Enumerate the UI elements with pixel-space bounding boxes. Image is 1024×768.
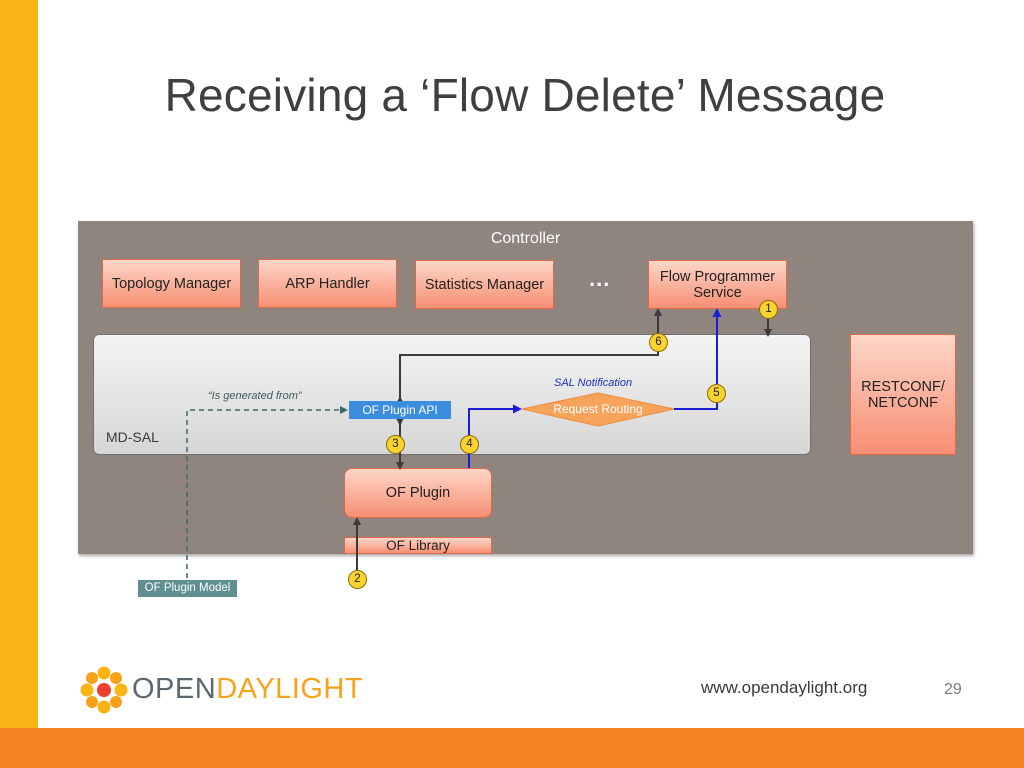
website-url: www.opendaylight.org <box>701 678 868 697</box>
restconf-netconf-box: RESTCONF/ NETCONF <box>850 334 956 455</box>
step-badge-3: 3 <box>386 435 405 454</box>
request-routing-label: Request Routing <box>553 402 643 416</box>
generated-from-connector <box>186 406 348 578</box>
statistics-manager-box: Statistics Manager <box>415 260 554 309</box>
step-badge-4: 4 <box>460 435 479 454</box>
of-plugin-api-box: OF Plugin API <box>349 401 451 419</box>
opendaylight-logo-icon <box>80 666 128 714</box>
md-sal-label: MD-SAL <box>106 429 159 445</box>
more-modules-ellipsis: ... <box>589 266 611 291</box>
of-plugin-model-box: OF Plugin Model <box>137 579 238 598</box>
opendaylight-wordmark: OPENDAYLIGHT <box>132 673 363 706</box>
step-badge-5: 5 <box>707 384 726 403</box>
sal-notification-label: SAL Notification <box>554 377 633 389</box>
of-plugin-box: OF Plugin <box>344 468 492 518</box>
of-library-box: OF Library <box>344 537 492 554</box>
page-number: 29 <box>944 681 962 698</box>
topology-manager-box: Topology Manager <box>102 259 241 308</box>
step-badge-6: 6 <box>649 333 668 352</box>
slide-title: Receiving a ‘Flow Delete’ Message <box>164 69 886 121</box>
logo-open-text: OPEN <box>132 673 217 705</box>
logo-daylight-text: DAYLIGHT <box>216 673 364 705</box>
is-generated-from-label: “Is generated from” <box>208 390 302 402</box>
bottom-accent-bar <box>0 728 1024 768</box>
step-badge-2: 2 <box>348 570 367 589</box>
left-accent-bar <box>0 0 38 768</box>
step-badge-1: 1 <box>759 300 778 319</box>
controller-label: Controller <box>490 230 561 247</box>
arrow-step-5 <box>674 308 722 410</box>
flow-programmer-service-box: Flow Programmer Service <box>648 260 787 309</box>
arp-handler-box: ARP Handler <box>258 259 397 308</box>
